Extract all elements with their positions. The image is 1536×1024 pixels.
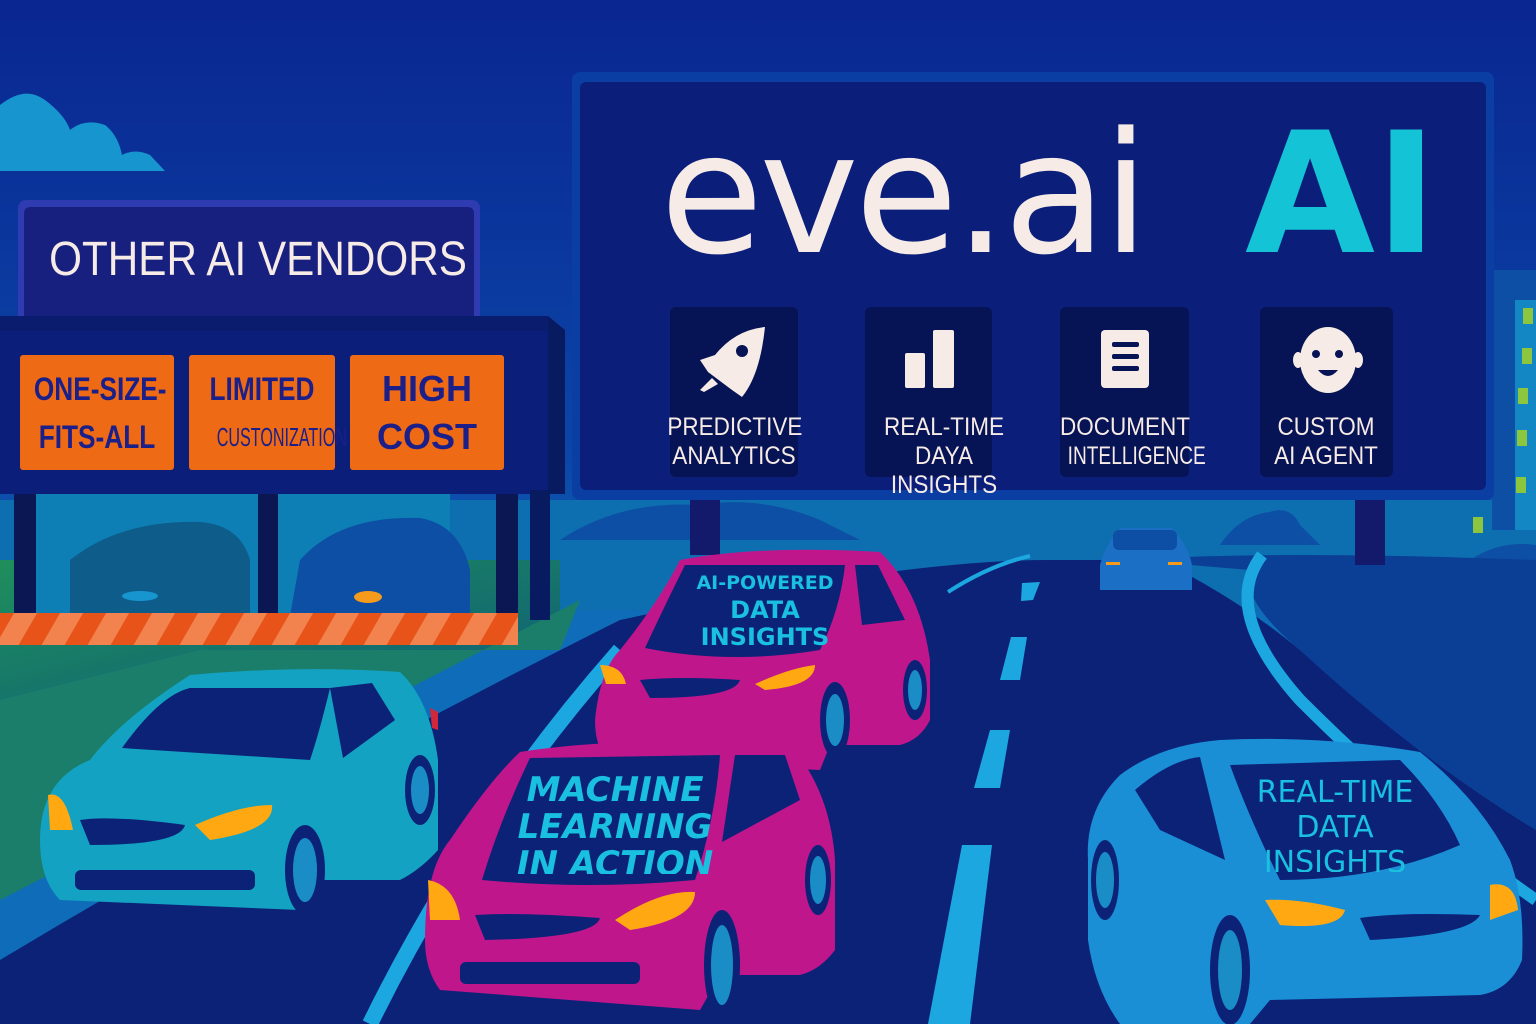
bar-chart-icon: [905, 330, 954, 388]
feature-document-intelligence: DOCUMENT INTELLIGENCE: [1058, 413, 1206, 471]
car-text-ai-powered: AI-POWERED DATA INSIGHTS: [680, 570, 850, 646]
blue-car-right: [1087, 738, 1523, 1024]
lane-markings: [928, 582, 1040, 1024]
panel-bg: [350, 355, 504, 470]
car-text-line: INSIGHTS: [700, 624, 830, 646]
feature-line: ANALYTICS: [672, 442, 796, 470]
vendor-sign-title: OTHER AI VENDORS: [49, 233, 467, 286]
document-icon: [1101, 330, 1149, 388]
rocket-icon: [700, 327, 765, 397]
feature-line: AI AGENT: [1274, 442, 1378, 470]
feature-real-time-insights: REAL-TIME DAYA INSIGHTS: [877, 413, 1010, 500]
car-text-line: LEARNING: [517, 807, 713, 847]
car-text-line: MACHINE: [526, 770, 704, 810]
panel-bg: [189, 355, 335, 470]
panel-line: CUSTONIZATION: [216, 422, 347, 452]
panel-one-size-fits-all: ONE-SIZE- FITS-ALL: [33, 365, 167, 461]
eve-ai-logo: eve.ai: [660, 96, 1149, 292]
cloud-left: [0, 93, 165, 171]
building-windows: [1473, 308, 1533, 533]
panel-line: HIGH: [382, 368, 472, 409]
car-text-line: REAL-TIME: [1256, 775, 1414, 810]
car-text-line: INSIGHTS: [1263, 845, 1407, 872]
panel-line: LIMITED: [209, 371, 315, 407]
car-text-real-time: REAL-TIME DATA INSIGHTS: [1235, 775, 1435, 872]
feature-line: INSIGHTS: [890, 471, 998, 499]
feature-line: PREDICTIVE: [667, 413, 803, 441]
feature-line: INTELLIGENCE: [1067, 442, 1206, 470]
feature-predictive-analytics: PREDICTIVE ANALYTICS: [667, 413, 803, 471]
panel-line: FITS-ALL: [38, 419, 156, 455]
teal-car-left: [40, 669, 438, 915]
distant-car: [1100, 528, 1192, 590]
panel-high-cost: HIGH COST: [350, 365, 504, 461]
car-text-line: AI-POWERED: [696, 572, 834, 594]
panel-line: COST: [376, 416, 477, 457]
feature-line: DOCUMENT: [1060, 413, 1190, 441]
car-text-line: DATA: [730, 596, 800, 624]
panel-limited-customization: LIMITED CUSTONIZATION: [189, 365, 347, 461]
car-text-machine-learning: MACHINE LEARNING IN ACTION: [500, 770, 730, 875]
barrier: [0, 613, 518, 645]
ai-accent-logo: AI: [1245, 96, 1438, 292]
feature-line: DAYA: [915, 442, 973, 470]
panel-line: ONE-SIZE-: [33, 371, 167, 407]
panel-bg: [20, 355, 174, 470]
car-text-line: IN ACTION: [516, 846, 714, 874]
car-text-line: DATA: [1296, 810, 1374, 845]
feature-custom-ai-agent: CUSTOM AI AGENT: [1259, 413, 1392, 471]
magenta-car-back: [595, 549, 930, 770]
feature-line: REAL-TIME: [883, 413, 1005, 441]
billboard-panel: [580, 82, 1486, 490]
feature-line: CUSTOM: [1277, 413, 1375, 441]
robot-face-icon: [1293, 327, 1363, 393]
magenta-car-front: [425, 741, 835, 1020]
